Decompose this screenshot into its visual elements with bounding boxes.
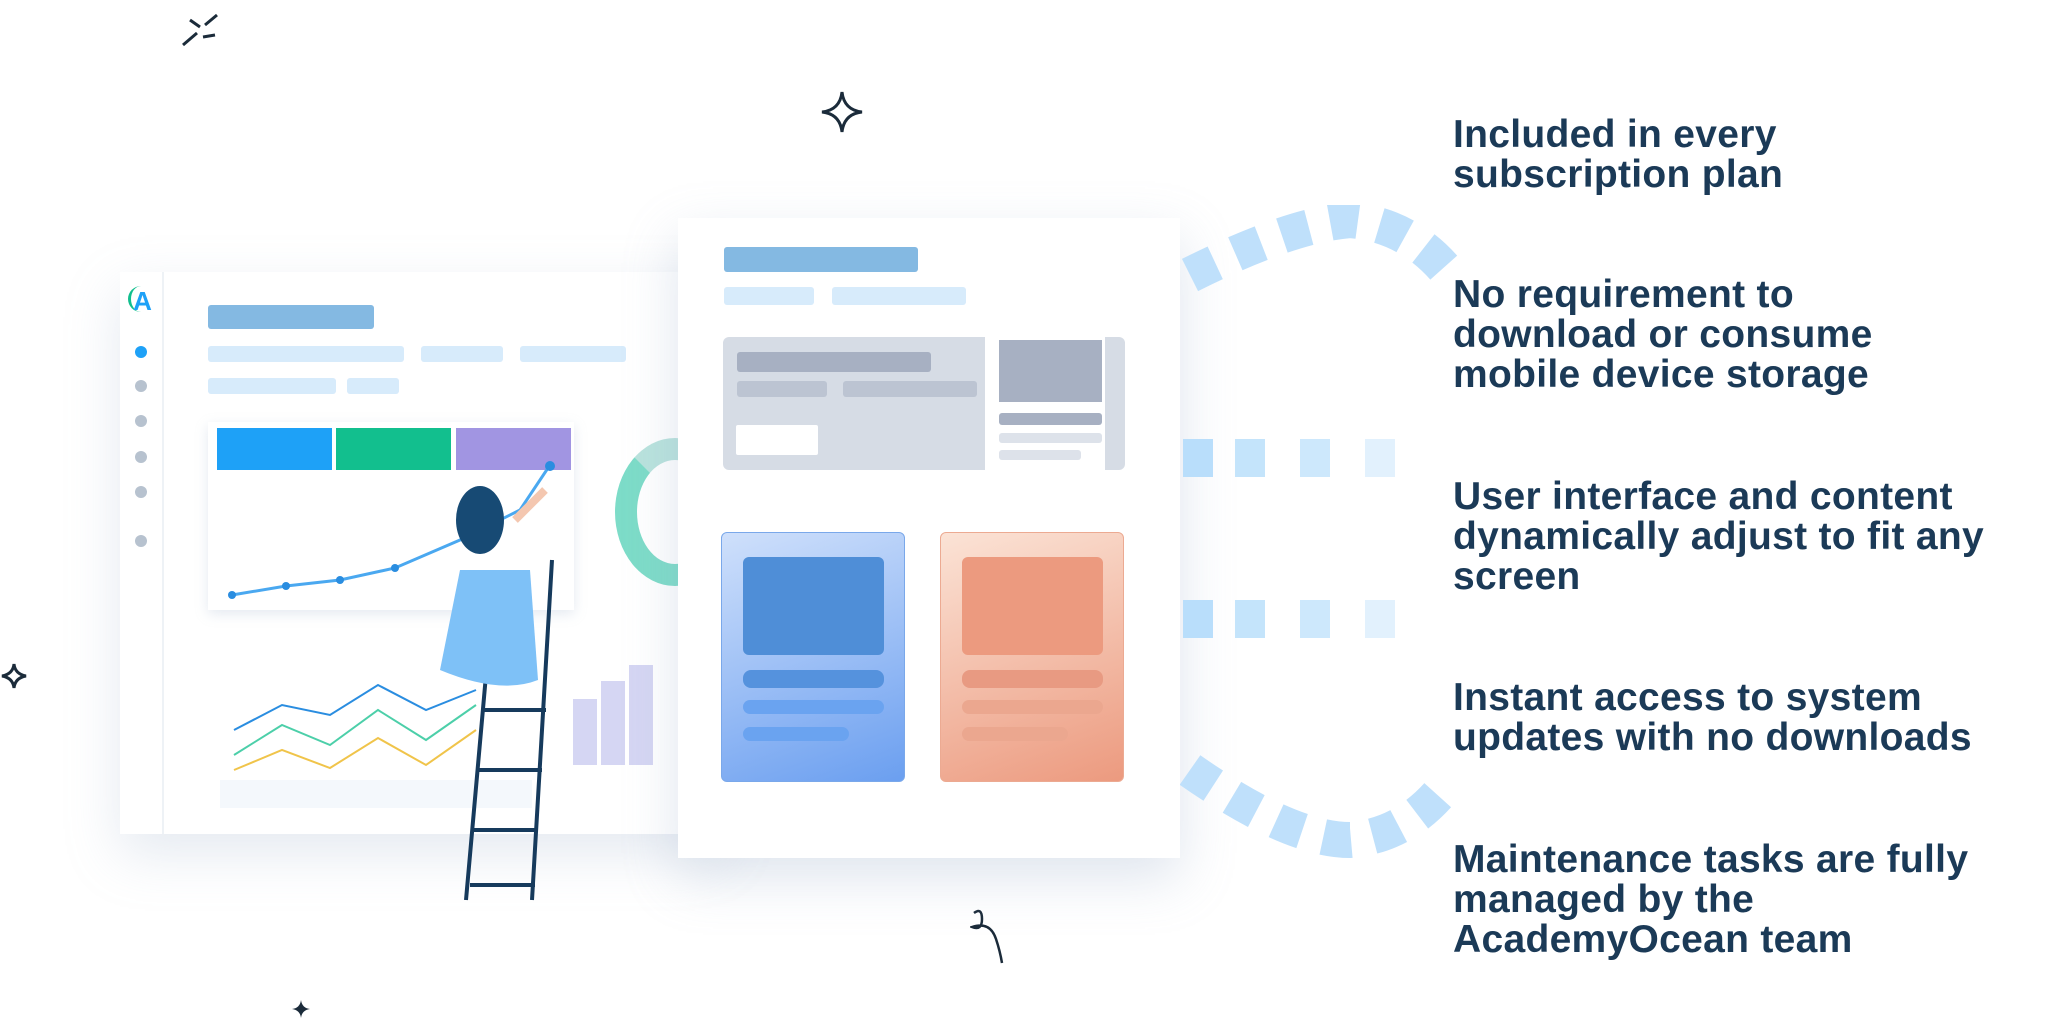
dash-connector: [1183, 600, 1213, 638]
card-button[interactable]: [736, 425, 818, 455]
multi-line-chart: [233, 683, 477, 771]
text-placeholder: [999, 413, 1102, 425]
text-placeholder: [999, 433, 1102, 443]
star-icon: [821, 91, 863, 133]
dashed-arc-top: [1181, 205, 1460, 292]
text-placeholder: [743, 727, 849, 741]
text-placeholder: [421, 346, 503, 362]
sidebar-item[interactable]: [135, 451, 147, 463]
text-placeholder: [737, 381, 827, 397]
sparkle-icon: [182, 13, 218, 47]
dash-connector: [1300, 439, 1330, 477]
text-placeholder: [743, 670, 884, 688]
text-placeholder: [520, 346, 626, 362]
feature-item: No requirement to download or consume mo…: [1453, 273, 1873, 396]
feature-item: Maintenance tasks are fully managed by t…: [1453, 838, 1969, 961]
text-placeholder: [208, 346, 404, 362]
feature-item: User interface and content dynamically a…: [1453, 475, 1984, 598]
star-icon: [292, 1000, 310, 1018]
dashed-arc-bottom: [1180, 755, 1460, 859]
dash-connector: [1365, 600, 1395, 638]
person-on-ladder-illustration: [440, 486, 554, 901]
dash-connector: [1183, 439, 1213, 477]
text-placeholder: [843, 381, 977, 397]
dash-connector: [1300, 600, 1330, 638]
text-placeholder: [962, 727, 1068, 741]
sidebar-item-active[interactable]: [135, 346, 147, 358]
dash-connector: [1235, 600, 1265, 638]
image-placeholder: [743, 557, 884, 655]
thumbnail-placeholder: [999, 340, 1102, 402]
text-placeholder: [962, 670, 1103, 688]
text-placeholder: [743, 700, 884, 714]
legend-bar: [220, 780, 532, 808]
sidebar-item[interactable]: [135, 535, 147, 547]
sidebar-item[interactable]: [135, 486, 147, 498]
feature-item: Instant access to system updates with no…: [1453, 676, 1972, 759]
sidebar-item[interactable]: [135, 380, 147, 392]
text-placeholder: [737, 352, 931, 372]
text-placeholder: [347, 378, 399, 394]
image-placeholder: [962, 557, 1103, 655]
feature-item: Included in every subscription plan: [1453, 113, 1784, 196]
text-placeholder: [724, 287, 814, 305]
sidebar-item[interactable]: [135, 415, 147, 427]
title-placeholder: [208, 305, 374, 329]
dash-connector: [1365, 439, 1395, 477]
text-placeholder: [962, 700, 1103, 714]
panel-title-placeholder: [724, 247, 918, 272]
sidebar: [120, 272, 164, 834]
stat-tile-blue[interactable]: [217, 428, 332, 470]
app-logo: A: [128, 286, 154, 316]
logo-letter: A: [133, 286, 152, 316]
dash-connector: [1235, 439, 1265, 477]
stat-tile-green[interactable]: [336, 428, 451, 470]
text-placeholder: [208, 378, 336, 394]
text-placeholder: [999, 450, 1081, 460]
squiggle-icon: [970, 909, 1004, 964]
text-placeholder: [832, 287, 966, 305]
bar-chart: [573, 665, 693, 765]
star-icon: [1, 663, 27, 689]
